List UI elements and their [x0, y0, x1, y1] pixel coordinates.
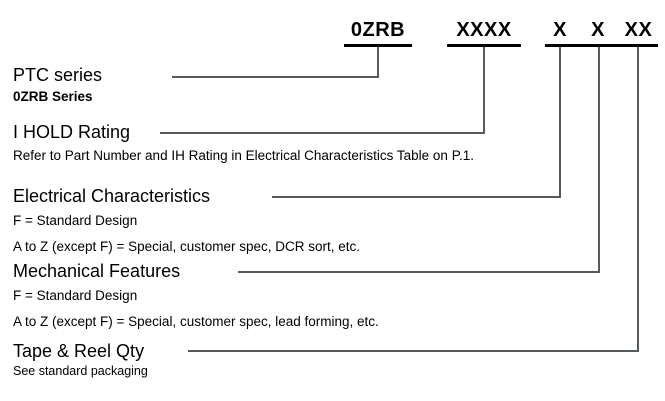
block-line-i-hold-rating-0: Refer to Part Number and IH Rating in El… — [13, 148, 474, 163]
leader-vertical-tape-and-reel-qty — [637, 47, 639, 352]
part-number-segment-electrical-characteristics: X — [553, 19, 567, 41]
part-number-rule-suffix-group — [545, 44, 658, 47]
leader-vertical-ptc-series — [377, 47, 379, 78]
leader-horizontal-i-hold-rating — [160, 132, 485, 134]
part-number-rule-ptc-series — [344, 44, 412, 47]
leader-vertical-i-hold-rating — [483, 47, 485, 134]
block-title-ptc-series: PTC series — [13, 65, 103, 85]
block-line-tape-and-reel-qty-0: See standard packaging — [13, 364, 148, 378]
leader-vertical-mechanical-features — [598, 47, 600, 273]
part-number-segment-ptc-series: 0ZRB — [350, 19, 406, 41]
part-number-segment-i-hold-rating: XXXX — [456, 19, 512, 41]
block-mechanical-features: Mechanical Features F = Standard Design … — [13, 260, 379, 331]
block-line-ptc-series-0: 0ZRB Series — [13, 89, 93, 104]
leader-vertical-electrical-characteristics — [559, 47, 561, 198]
block-title-tape-and-reel-qty: Tape & Reel Qty — [13, 341, 145, 361]
block-line-mechanical-features-0: F = Standard Design — [13, 288, 138, 303]
block-title-electrical-characteristics: Electrical Characteristics — [13, 186, 211, 206]
leader-horizontal-tape-and-reel-qty — [188, 350, 639, 352]
block-electrical-characteristics: Electrical Characteristics F = Standard … — [13, 185, 360, 256]
block-ptc-series: PTC series 0ZRB Series — [13, 64, 102, 106]
leader-horizontal-electrical-characteristics — [272, 196, 561, 198]
block-title-mechanical-features: Mechanical Features — [13, 261, 181, 281]
part-number-rule-i-hold-rating — [447, 44, 521, 47]
part-number-segment-mechanical-features: X — [591, 19, 605, 41]
leader-horizontal-ptc-series — [172, 76, 379, 78]
block-i-hold-rating: I HOLD Rating Refer to Part Number and I… — [13, 121, 474, 165]
block-line-mechanical-features-1: A to Z (except F) = Special, customer sp… — [13, 314, 379, 329]
block-title-i-hold-rating: I HOLD Rating — [13, 122, 131, 142]
block-line-electrical-characteristics-0: F = Standard Design — [13, 213, 138, 228]
block-line-electrical-characteristics-1: A to Z (except F) = Special, customer sp… — [13, 239, 360, 254]
block-tape-and-reel-qty: Tape & Reel Qty See standard packaging — [13, 340, 148, 379]
leader-horizontal-mechanical-features — [238, 271, 600, 273]
part-number-segment-tape-and-reel-qty: XX — [624, 19, 653, 41]
